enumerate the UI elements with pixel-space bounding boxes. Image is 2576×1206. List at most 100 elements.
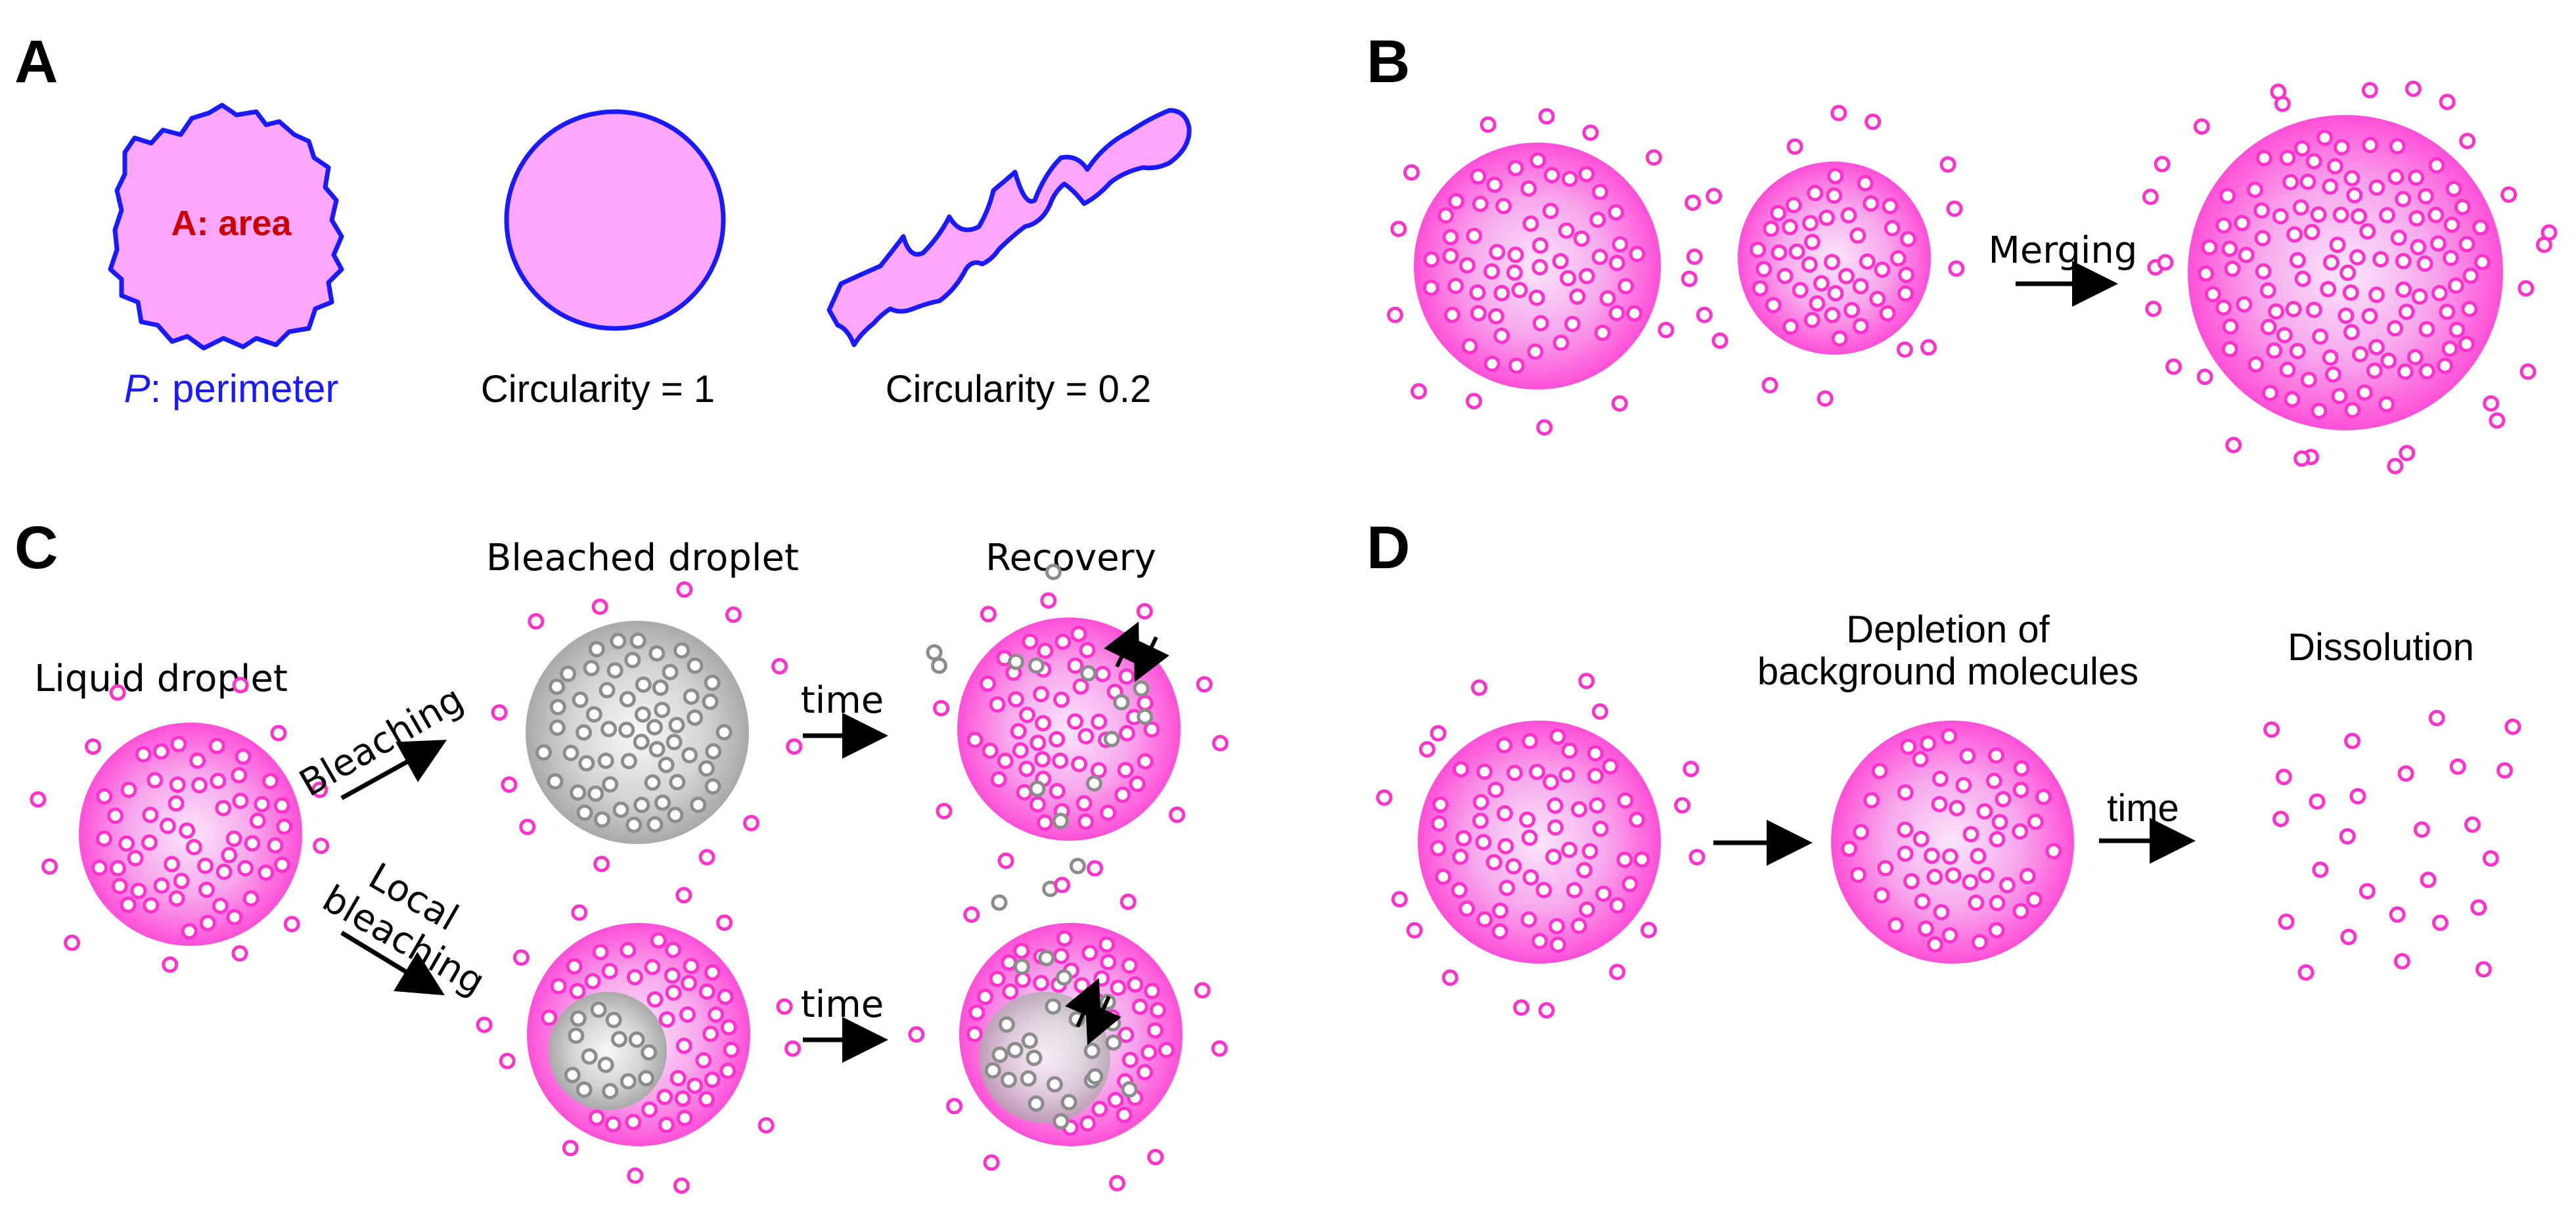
molecule — [96, 830, 112, 847]
molecule — [676, 1109, 693, 1127]
molecule — [1443, 307, 1460, 323]
panel-a: A A: area P: perimeter Circularity = 1 C… — [14, 28, 1192, 411]
molecule — [1941, 927, 1958, 944]
background-molecule — [933, 700, 950, 717]
molecule — [1547, 797, 1564, 814]
bleached-molecule — [1121, 1081, 1138, 1098]
molecule — [702, 1025, 719, 1042]
molecule — [1932, 770, 1949, 787]
molecule — [1067, 713, 1084, 730]
molecule — [1158, 1042, 1175, 1059]
bleached-molecule — [1104, 1015, 1121, 1032]
molecule — [1933, 904, 1950, 921]
molecule — [1552, 334, 1570, 351]
panel-letter-d: D — [1367, 514, 1410, 581]
molecule — [2310, 206, 2327, 223]
background-molecule — [1109, 1174, 1125, 1192]
background-molecule — [1136, 603, 1153, 620]
molecule — [2215, 299, 2232, 316]
bleached-molecule — [564, 1067, 581, 1084]
molecule — [1486, 176, 1503, 193]
molecule — [2449, 321, 2466, 338]
molecule — [1079, 642, 1096, 659]
bleached-molecule — [587, 785, 604, 802]
panel-letter-a: A — [14, 28, 58, 95]
molecule — [1511, 282, 1528, 299]
molecule — [658, 1117, 675, 1133]
bleached-molecule — [681, 747, 698, 764]
molecule — [1819, 210, 1835, 226]
molecule — [1137, 694, 1154, 711]
background-molecule — [1948, 260, 1965, 277]
molecule — [704, 1071, 721, 1088]
molecule — [1587, 745, 1604, 762]
molecule — [1067, 657, 1084, 674]
molecule — [1002, 983, 1019, 1000]
background-molecule — [41, 858, 58, 875]
background-molecule — [1536, 419, 1553, 436]
bleached-molecule — [638, 1070, 655, 1086]
molecule — [1543, 774, 1560, 791]
molecule — [1955, 776, 1972, 793]
free-molecule — [2278, 913, 2295, 930]
bleached-molecule — [606, 662, 623, 679]
molecule — [982, 742, 999, 759]
molecule — [1119, 725, 1135, 742]
background-molecule — [162, 956, 179, 973]
bleached-molecule — [1026, 1050, 1043, 1066]
dissolved-molecules — [2263, 709, 2521, 981]
molecule — [2303, 223, 2320, 240]
perimeter-label: P: perimeter — [124, 367, 339, 411]
molecule — [1033, 975, 1050, 991]
molecule — [1093, 970, 1110, 987]
bleached-molecule — [667, 807, 684, 824]
bleached-molecule — [619, 690, 636, 707]
molecule — [1461, 338, 1478, 355]
exchange-arrows-bottom — [1065, 978, 1121, 1045]
droplet-b1-molecules — [1387, 108, 1702, 436]
molecule — [1560, 270, 1577, 287]
molecule — [1137, 753, 1154, 770]
molecule — [2272, 208, 2289, 225]
bleached-molecule — [618, 721, 635, 738]
background-molecule — [2154, 156, 2171, 173]
molecule — [221, 847, 238, 864]
background-molecule — [501, 776, 518, 793]
bleached-molecule — [1038, 950, 1055, 967]
recovery-title: Recovery — [985, 537, 1156, 579]
background-molecule — [1817, 390, 1834, 407]
molecule — [669, 1069, 687, 1086]
background-molecule — [980, 606, 997, 623]
bleached-molecule — [629, 632, 646, 649]
free-molecule — [2349, 788, 2366, 805]
bleached-molecule — [581, 1048, 598, 1065]
background-molecule — [1390, 221, 1407, 237]
background-molecule — [2165, 358, 2182, 375]
background-molecule — [716, 914, 733, 931]
background-molecule — [936, 803, 953, 820]
background-molecule — [673, 1177, 690, 1194]
molecule — [1616, 851, 1633, 868]
molecule — [109, 860, 126, 877]
background-molecule — [784, 1040, 802, 1057]
molecule — [2356, 384, 2373, 401]
time-label-bottom: time — [801, 983, 884, 1026]
bleaching-label: Bleaching — [292, 678, 470, 805]
background-molecule — [2536, 236, 2552, 254]
molecule — [168, 795, 185, 812]
bleached-molecule — [560, 665, 577, 682]
bleached-molecule — [602, 776, 619, 793]
time-label-d: time — [2107, 787, 2179, 830]
molecule — [2294, 271, 2311, 287]
molecule — [1077, 728, 1095, 745]
bleached-molecule — [690, 796, 707, 813]
molecule — [1137, 1063, 1153, 1081]
molecule — [2266, 342, 2283, 359]
molecule — [2474, 254, 2491, 271]
molecule — [1007, 691, 1024, 708]
molecule — [665, 984, 682, 1001]
molecule — [1569, 288, 1586, 305]
molecule — [231, 767, 248, 784]
molecule — [2279, 361, 2296, 378]
background-molecule — [1430, 725, 1447, 742]
